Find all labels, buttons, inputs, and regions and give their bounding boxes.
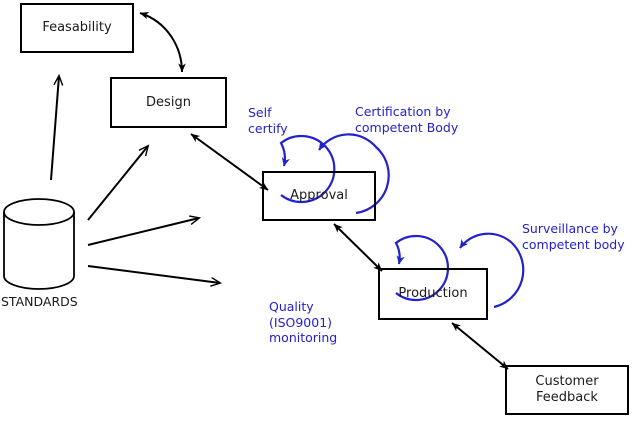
node-approval[interactable]: Approval xyxy=(262,171,376,221)
edge-approval-production xyxy=(333,223,383,272)
node-design-label: Design xyxy=(146,94,191,110)
node-production[interactable]: Production xyxy=(378,268,488,320)
node-approval-label: Approval xyxy=(290,188,348,203)
edge-design-approval xyxy=(190,133,269,191)
edge-feasability-design xyxy=(139,12,186,73)
node-feasability[interactable]: Feasability xyxy=(20,3,134,53)
annotation-self-certify: Self certify xyxy=(248,105,288,136)
loop-surveillance-competent-body xyxy=(459,232,525,309)
node-customer-feedback-label: Customer Feedback xyxy=(535,374,599,405)
loop-certification-competent-body xyxy=(318,133,390,215)
annotation-surveillance-by-competent-body: Surveillance by competent body xyxy=(522,221,625,252)
annotation-quality-iso9001-monitoring: Quality (ISO9001) monitoring xyxy=(269,299,338,345)
loop-self-certify xyxy=(279,134,336,204)
node-customer-feedback[interactable]: Customer Feedback xyxy=(505,365,629,415)
edge-standards-production xyxy=(87,265,220,283)
loop-quality-monitoring xyxy=(394,234,449,302)
edge-standards-approval xyxy=(87,218,199,246)
edge-production-customer-feedback xyxy=(451,322,509,370)
node-production-label: Production xyxy=(398,286,468,301)
annotation-certification-by-competent-body: Certification by competent Body xyxy=(355,104,459,135)
edge-standards-feasability xyxy=(50,76,59,181)
node-design[interactable]: Design xyxy=(110,77,227,128)
node-standards-label: STANDARDS xyxy=(1,294,78,309)
node-feasability-label: Feasability xyxy=(42,20,112,35)
edge-standards-design xyxy=(87,146,148,221)
standards-cylinder-shape xyxy=(3,198,75,290)
